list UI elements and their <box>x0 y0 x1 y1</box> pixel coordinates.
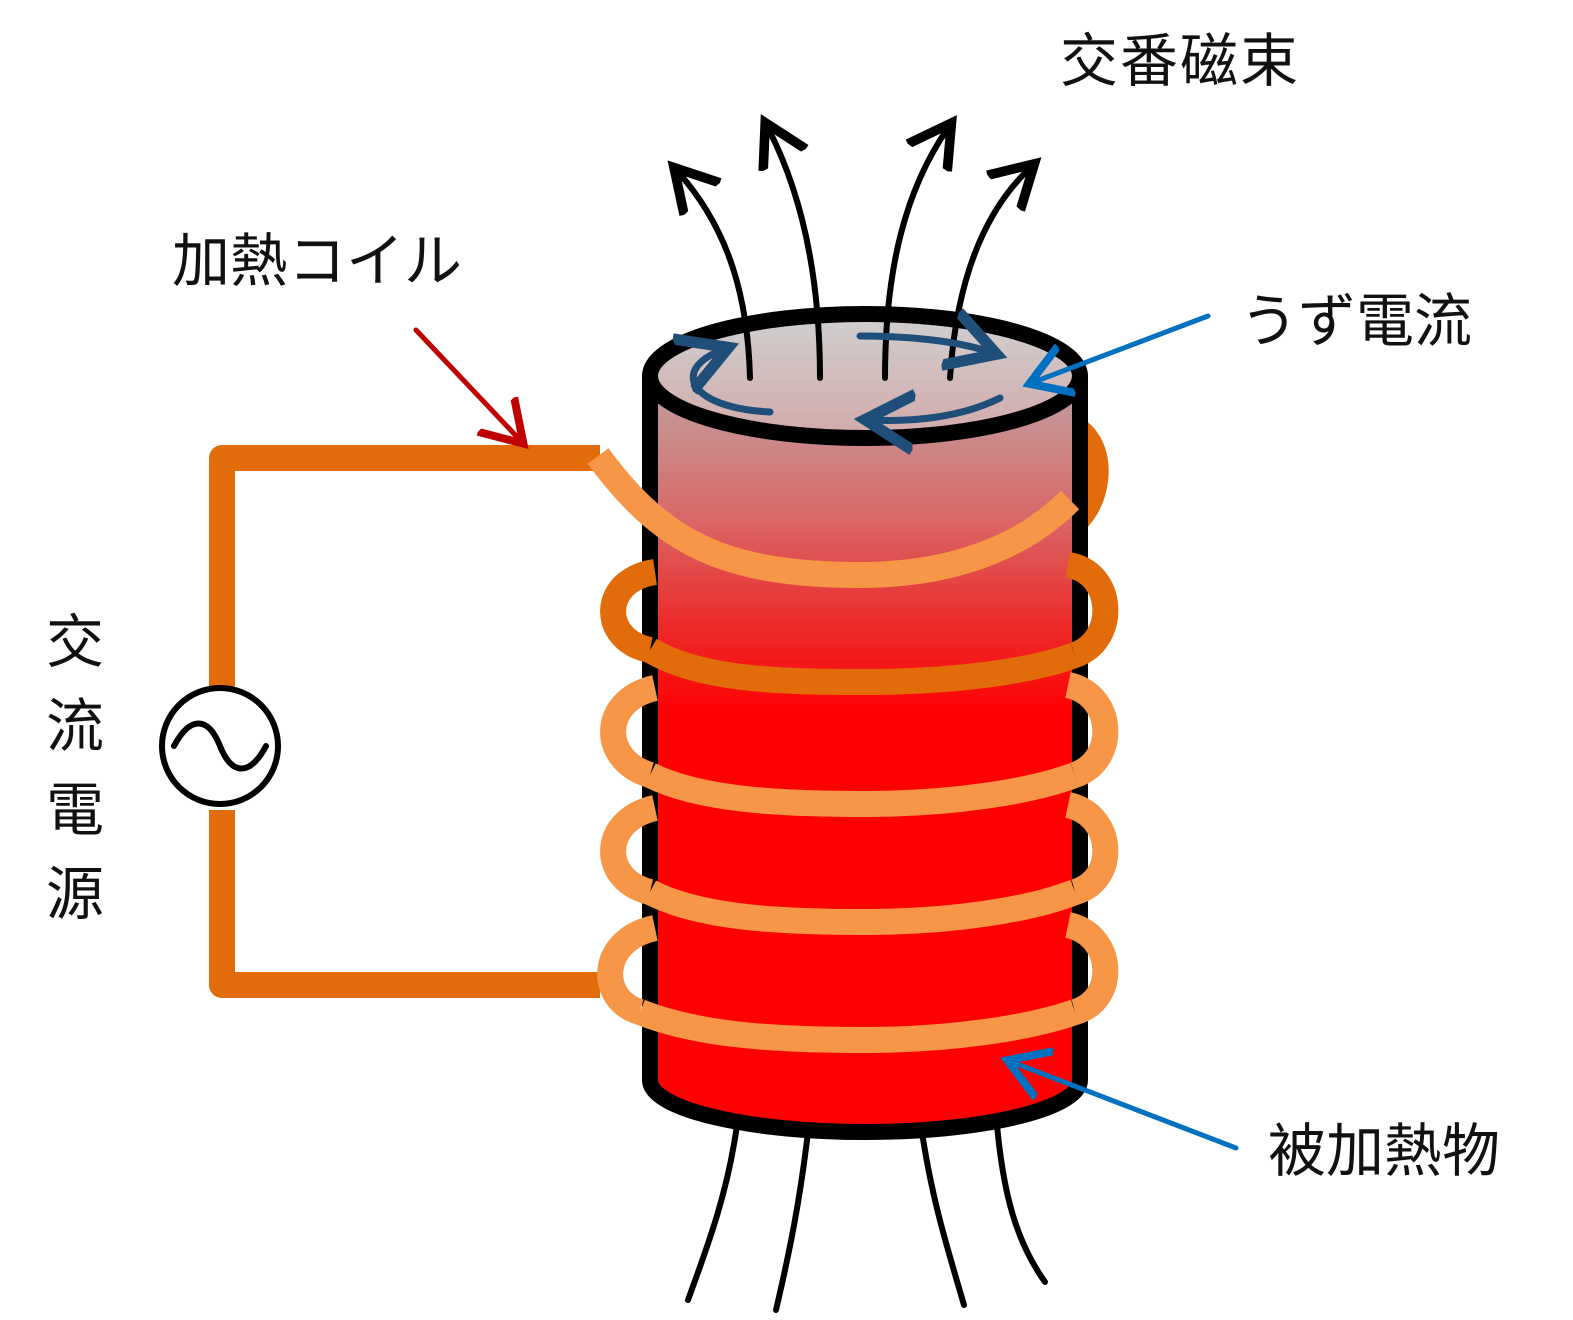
bottom-flux-lines <box>685 1122 1048 1313</box>
supply-wire <box>209 445 600 998</box>
supply-wire-top <box>209 445 600 688</box>
flux-line-bottom-2 <box>773 1129 811 1313</box>
flux-line-bottom-4 <box>994 1122 1048 1285</box>
coil-turn-5 <box>635 999 1080 1054</box>
coil-turn-4 <box>644 879 1080 936</box>
heating-coil <box>587 448 1119 1054</box>
sine-wave-in-circle-icon <box>159 685 281 807</box>
ac-power-source-label: 交流電源 <box>45 608 104 928</box>
eddy-arrow-left <box>693 350 774 416</box>
coil-turn-3 <box>644 762 1080 818</box>
heated-object-label: 被加熱物 <box>1268 1117 1501 1185</box>
coil-loop-left-4 <box>597 915 659 1025</box>
coil-loop-right-3 <box>1064 792 1119 905</box>
pointer-heated-object <box>1012 1062 1239 1151</box>
coil-loop-right-2 <box>1064 672 1119 788</box>
coil-turn-2 <box>643 638 1080 696</box>
coil-loop-left-1 <box>600 559 658 663</box>
coil-lead <box>587 448 1080 589</box>
coil-loop-left-2 <box>600 675 659 788</box>
coil-loop-right-4 <box>1064 912 1119 1025</box>
flux-line-top-2 <box>768 128 823 381</box>
eddy-arrow-bottom <box>872 398 1004 420</box>
pointer-arrows <box>413 313 1239 1151</box>
eddy-current-arrows <box>693 336 1000 420</box>
pointer-eddy-current <box>1034 313 1211 382</box>
supply-wire-bottom <box>209 810 600 998</box>
eddy-current-label: うず電流 <box>1240 287 1473 355</box>
flux-line-bottom-1 <box>685 1122 740 1303</box>
coil-loop-left-3 <box>600 795 659 905</box>
heated-object-cylinder <box>642 306 1088 1140</box>
heating-coil-label: 加熱コイル <box>172 227 463 295</box>
flux-line-top-1 <box>678 172 753 381</box>
flux-line-bottom-3 <box>919 1129 967 1308</box>
coil-loop-right-1 <box>1064 552 1119 668</box>
alternating-flux-label: 交番磁束 <box>1060 27 1301 95</box>
eddy-arrow-right <box>856 336 990 352</box>
pointer-heating-coil <box>413 327 520 440</box>
